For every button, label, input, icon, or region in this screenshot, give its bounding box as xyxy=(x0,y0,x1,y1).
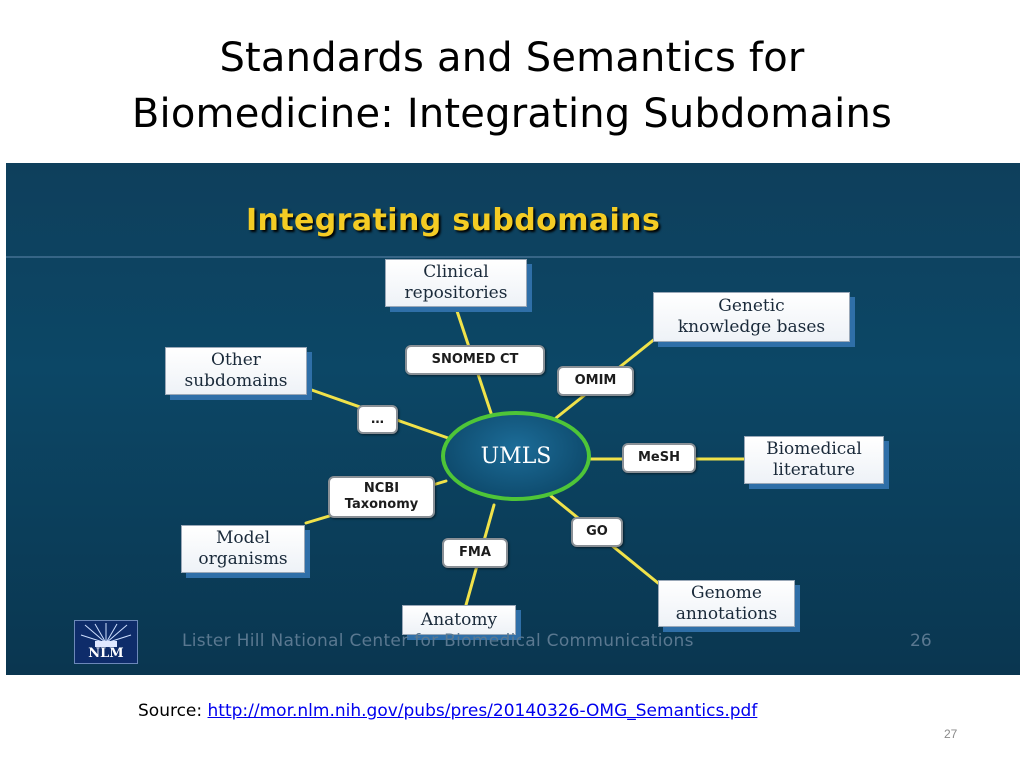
slide-title: Standards and Semantics for Biomedicine:… xyxy=(0,30,1024,142)
source-ncbi-taxonomy: NCBI Taxonomy xyxy=(328,476,435,518)
source-omim: OMIM xyxy=(557,366,634,396)
slide-title-line-1: Standards and Semantics for xyxy=(219,35,805,81)
source-mesh: MeSH xyxy=(622,443,696,473)
subdomain-genetic-knowledge-bases: Genetic knowledge bases xyxy=(653,292,850,342)
subdomain-model-organisms: Model organisms xyxy=(181,525,305,573)
umls-hub: UMLS xyxy=(441,411,591,501)
source-fma: FMA xyxy=(442,538,508,568)
panel-heading: Integrating subdomains xyxy=(246,203,661,238)
panel-page-number: 26 xyxy=(910,631,932,651)
slide-title-line-2: Biomedicine: Integrating Subdomains xyxy=(131,91,893,137)
subdomain-biomedical-literature: Biomedical literature xyxy=(744,436,884,484)
subdomain-anatomy: Anatomy xyxy=(402,605,516,635)
embedded-slide-image: Integrating subdomains UMLS Clinical rep… xyxy=(6,163,1020,675)
source-link[interactable]: http://mor.nlm.nih.gov/pubs/pres/2014032… xyxy=(207,701,758,721)
nlm-logo: NLM xyxy=(74,620,138,664)
source-go: GO xyxy=(571,517,623,547)
source-snomed-ct: SNOMED CT xyxy=(405,345,545,375)
subdomain-other: Other subdomains xyxy=(165,347,307,395)
source-other-ellipsis: … xyxy=(357,405,398,434)
source-label: Source: xyxy=(138,701,203,721)
subdomain-clinical-repositories: Clinical repositories xyxy=(385,259,527,307)
nlm-logo-text: NLM xyxy=(88,646,124,661)
panel-footer-text: Lister Hill National Center for Biomedic… xyxy=(182,631,694,651)
nlm-logo-mark xyxy=(80,623,132,647)
subdomain-genome-annotations: Genome annotations xyxy=(658,580,795,627)
heading-divider xyxy=(6,256,1020,258)
slide-number: 27 xyxy=(944,727,958,741)
source-line: Source: http://mor.nlm.nih.gov/pubs/pres… xyxy=(138,701,757,721)
